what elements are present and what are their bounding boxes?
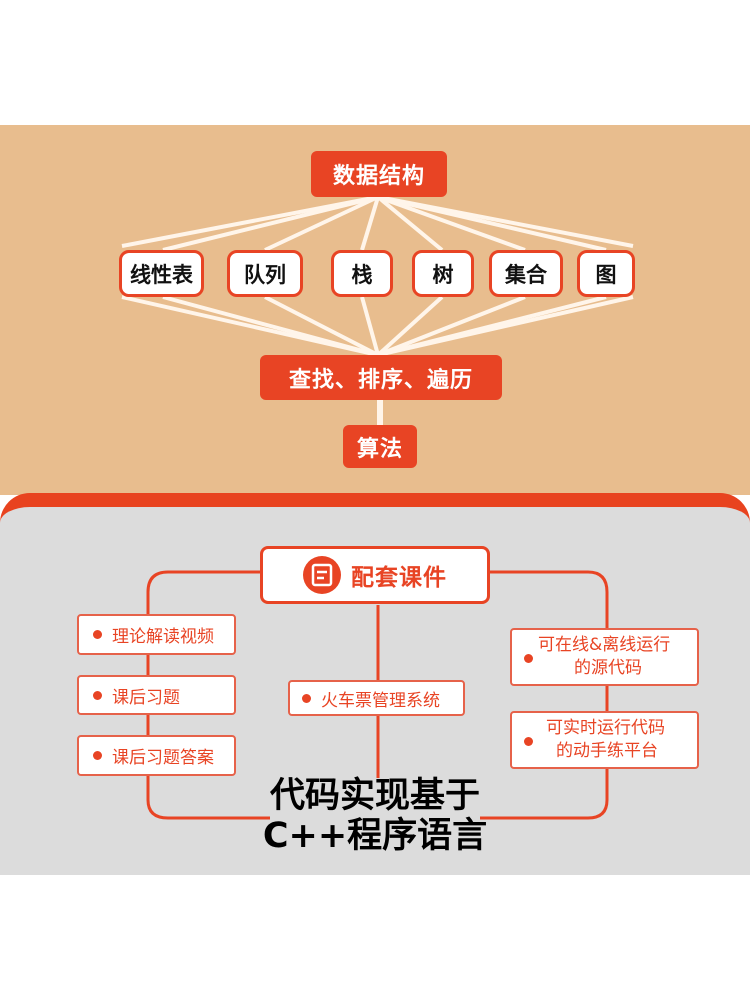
kit-item-label: 理论解读视频 [112,627,214,647]
kit-item: 可在线&离线运行 的源代码 [510,628,699,686]
kit-item-label: 课后习题答案 [112,748,214,768]
operations-node: 查找、排序、遍历 [260,355,502,400]
top-connectors [121,195,634,425]
kit-item: 课后习题答案 [77,735,236,776]
kit-item-label: 火车票管理系统 [321,690,440,711]
structure-node: 集合 [489,250,563,297]
kit-item-label-line1: 可在线&离线运行 [538,635,671,655]
bullet-icon [524,737,533,746]
footer-text: 代码实现基于 C++程序语言 [230,776,520,856]
kit-item-label-line2: 的动手练平台 [556,741,658,761]
data-structures-node: 数据结构 [311,151,447,197]
bullet-icon [302,693,311,703]
kit-item: 火车票管理系统 [288,680,465,716]
bullet-icon [93,751,102,760]
structure-node: 栈 [331,250,393,297]
kit-title: 配套课件 [351,565,447,591]
kit-item: 理论解读视频 [77,614,236,655]
bullet-icon [93,630,102,639]
footer-line-2: C++程序语言 [262,816,488,856]
footer-line-1: 代码实现基于 [269,776,480,816]
structure-node: 队列 [227,250,303,297]
kit-item: 可实时运行代码 的动手练平台 [510,711,699,769]
kit-item-label: 课后习题 [112,687,180,708]
structure-node: 树 [412,250,474,297]
bullet-icon [524,654,533,663]
kit-header: 配套课件 [260,546,490,604]
bullet-icon [93,690,102,700]
document-icon [303,556,341,594]
kit-item: 课后习题 [77,675,236,715]
kit-item-label-line1: 可实时运行代码 [546,718,665,738]
kit-item-label-line2: 的源代码 [574,658,642,678]
structure-node: 图 [577,250,635,297]
algorithm-node: 算法 [343,425,417,468]
structure-node: 线性表 [119,250,204,297]
